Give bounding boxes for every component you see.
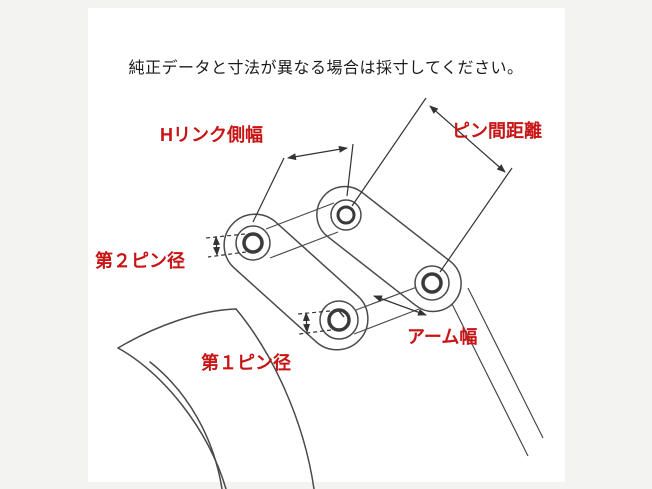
pin1-dash-bottom [298,329,332,335]
pindist-arrow [429,105,506,173]
pin1-keyway [338,310,345,318]
label-arm-width: アーム幅 [407,327,478,347]
pindist-ext-line-1 [351,97,427,207]
diagram-title: 純正データと寸法が異なる場合は採寸してください。 [128,60,524,77]
label-pin1-diameter: 第１ピン径 [201,353,291,373]
label-h-link-width: Hリンク側幅 [160,125,263,145]
arm-body [117,308,315,489]
label-pin2-diameter: 第２ピン径 [95,251,185,271]
diagram-panel [88,8,565,482]
pin1-bushing-inner [327,308,351,332]
label-pin-distance: ピン間距離 [452,121,542,141]
pindist-ext-line-2 [439,167,513,273]
pin2-bushing-inner [242,232,264,254]
hlink-width-arrow [287,145,348,161]
hlink-ext-line-2 [346,143,354,197]
far-top-bushing-inner [336,205,356,225]
arm-width-arrow [373,295,427,316]
pin1-dash-top [297,310,331,315]
far-bottom-bushing-inner [421,272,443,294]
hlink-ext-line-1 [252,157,285,223]
dimension-lines [205,97,513,335]
pin2-dash-bottom [207,251,247,258]
link-cross-webs [265,202,544,457]
pin1-diameter-arrow [302,312,311,333]
pin2-diameter-arrow [212,236,221,256]
